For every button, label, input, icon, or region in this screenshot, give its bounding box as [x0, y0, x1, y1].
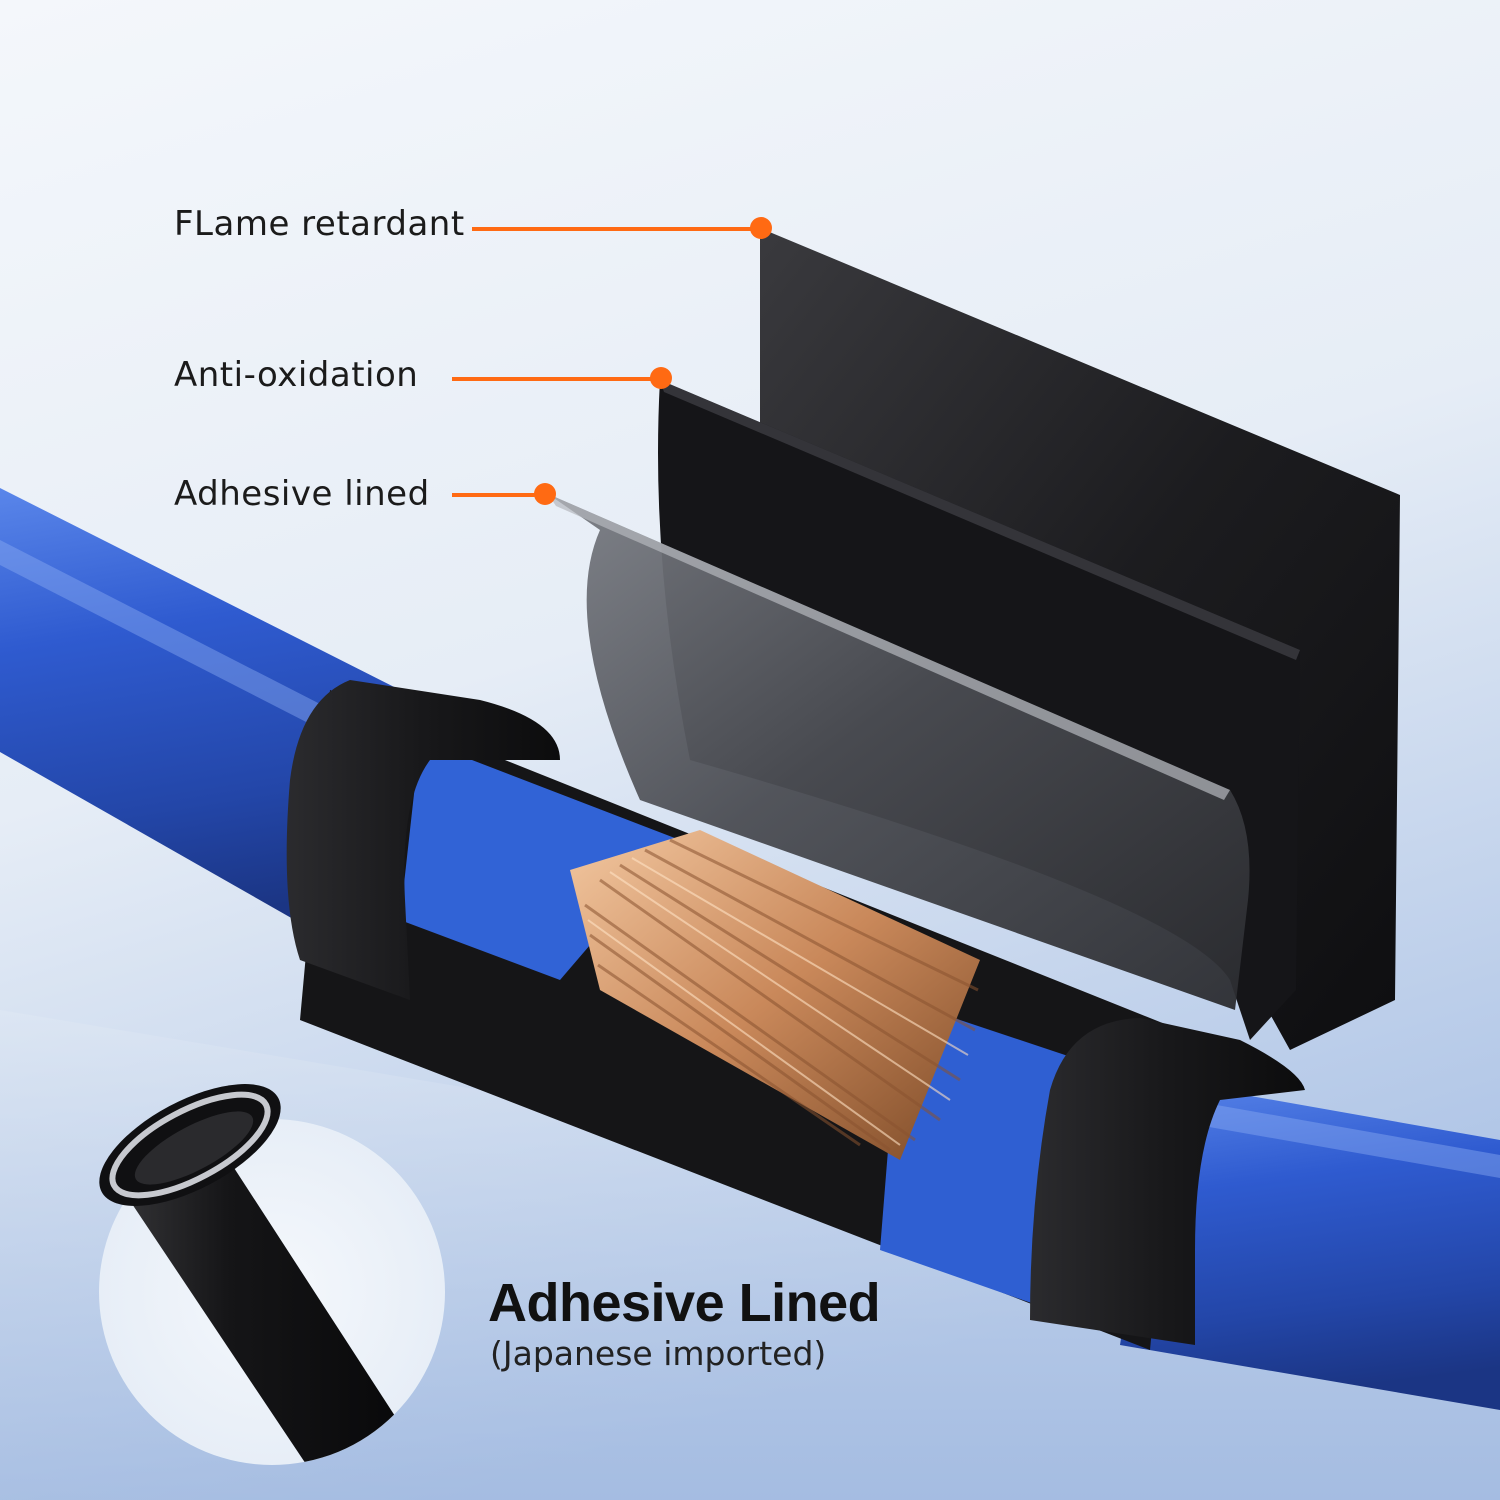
sleeve-ring-right [1030, 1018, 1305, 1345]
adhesive-lined-layer [548, 494, 1250, 1010]
caption-subtitle: (Japanese imported) [490, 1334, 827, 1373]
callout-anti-oxidation: Anti-oxidation [174, 355, 419, 395]
caption-title: Adhesive Lined [488, 1273, 881, 1333]
inset-detail [99, 1084, 445, 1465]
blue-cable-right [1120, 1080, 1500, 1410]
callout-adhesive-lined: Adhesive lined [174, 474, 430, 514]
sleeve-ring-left [286, 680, 560, 1000]
callout-flame-retardant: FLame retardant [174, 204, 465, 244]
callout-lines [452, 217, 772, 505]
copper-strands [570, 830, 980, 1160]
